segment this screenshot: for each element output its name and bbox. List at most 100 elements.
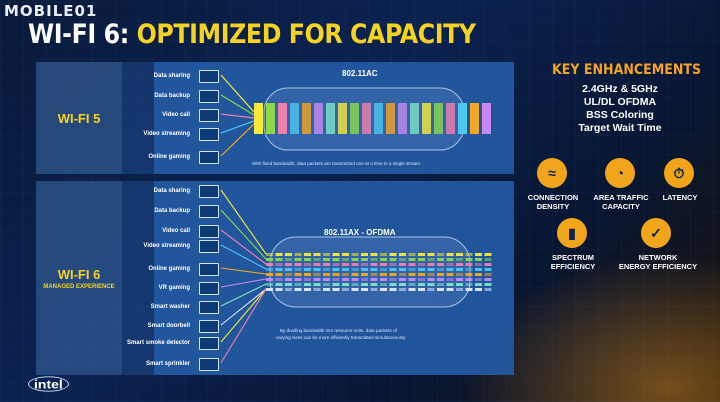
connection-density-icon: ≈ [537,158,567,188]
wifi6-resource-unit [475,263,482,266]
wifi5-packet [482,103,491,134]
wifi6-resource-unit [408,273,416,276]
wifi6-resource-unit [285,253,292,256]
wifi6-resource-unit [285,273,292,276]
wifi6-resource-unit [323,278,330,281]
ke-label-connection-2: DENSITY [536,202,570,211]
wifi6-resource-unit [313,278,321,281]
wifi6-resource-unit [332,258,340,261]
wifi6-resource-unit [427,278,435,281]
wifi6-device-icon [199,185,219,198]
wifi6-resource-unit [370,253,378,256]
wifi6-resource-unit [484,273,492,276]
wifi6-item-label: Smart doorbell [147,323,190,329]
wifi6-resource-unit [332,268,340,271]
wifi6-resource-unit [399,283,406,286]
wifi6-resource-unit [294,253,302,256]
wifi6-resource-unit [285,278,292,281]
wifi6-resource-unit [465,258,473,261]
wifi6-item-label: Data sharing [153,188,190,194]
wifi6-resource-unit [275,258,283,261]
wifi5-link-line [220,120,255,134]
wifi6-resource-unit [484,258,492,261]
wifi6-resource-unit [304,278,311,281]
ke-label-connection-1: CONNECTION [527,193,579,202]
wifi6-resource-unit [475,258,482,261]
wifi6-link-line [220,267,267,275]
wifi6-item-label: Smart sprinkler [145,361,190,367]
key-enhancements-title: KEY ENHANCEMENTS [552,62,702,78]
wifi6-resource-unit [275,283,283,286]
wifi6-resource-unit [342,263,349,266]
wifi6-resource-unit [266,268,273,271]
wifi6-resource-unit [418,258,425,261]
watermark: MOBILE01 [4,2,98,20]
wifi5-packet [290,103,299,134]
wifi6-resource-unit [351,263,359,266]
wifi6-resource-unit [266,283,273,286]
wifi6-resource-unit [266,278,273,281]
network-energy-icon: ✓ [641,218,671,248]
wifi6-resource-unit [361,268,368,271]
wifi6-caption-1: By dividing bandwidth into resource unit… [280,328,397,333]
wifi6-resource-unit [266,253,273,256]
wifi6-resource-unit [389,263,397,266]
wifi6-resource-unit [427,268,435,271]
wifi6-resource-unit [380,258,387,261]
ke-label-latency: LATENCY [650,193,710,202]
wifi6-resource-unit [313,283,321,286]
wifi6-resource-unit [351,258,359,261]
wifi6-resource-unit [456,288,463,291]
wifi5-item-label: Data sharing [153,73,190,79]
wifi6-resource-unit [361,253,368,256]
wifi6-resource-unit [437,283,444,286]
wifi6-resource-unit [389,278,397,281]
wifi5-packet [302,103,311,134]
wifi6-item-label: Smart smoke detector [126,340,190,346]
wifi6-resource-unit [285,258,292,261]
wifi6-resource-unit [285,283,292,286]
wifi6-resource-unit [399,278,406,281]
wifi6-resource-unit [418,288,425,291]
wifi6-resource-unit [418,273,425,276]
wifi6-resource-unit [332,253,340,256]
wifi6-resource-unit [437,253,444,256]
wifi6-resource-unit [332,283,340,286]
wifi6-resource-unit [446,278,454,281]
wifi6-resource-unit [475,278,482,281]
wifi6-resource-unit [332,263,340,266]
wifi6-resource-unit [475,273,482,276]
wifi6-resource-unit [418,253,425,256]
ke-line-1: 2.4GHz & 5GHz [582,83,658,95]
wifi6-resource-unit [304,258,311,261]
wifi6-device-icon [199,358,219,371]
wifi5-packet [254,103,263,134]
wifi6-resource-unit [342,268,349,271]
wifi6-resource-unit [275,268,283,271]
wifi6-device-icon [199,337,219,350]
wifi5-link-line [220,113,255,119]
wifi6-resource-unit [294,258,302,261]
wifi6-resource-unit [313,253,321,256]
wifi5-packet [314,103,323,134]
wifi6-device-icon [199,240,219,253]
wifi6-resource-unit [342,288,349,291]
wifi5-packet [386,103,395,134]
wifi6-resource-unit [304,273,311,276]
ke-label-network: NETWORK ENERGY EFFICIENCY [608,253,708,271]
wifi6-resource-unit [313,273,321,276]
wifi6-resource-unit [437,258,444,261]
ke-label-network-1: NETWORK [638,253,678,262]
wifi6-resource-unit [313,258,321,261]
wifi6-resource-unit [380,268,387,271]
wifi6-panel: WI-FI 6 MANAGED EXPERIENCE [36,181,514,375]
wifi5-link-line [220,123,255,157]
slide-title: WI-FI 6: OPTIMIZED FOR CAPACITY [28,19,476,50]
wifi6-resource-unit [304,268,311,271]
wifi6-resource-unit [294,263,302,266]
wifi5-item-label: Online gaming [148,154,190,160]
wifi5-pipe-title: 802.11AC [342,69,378,78]
wifi6-item-label: Video streaming [143,243,190,249]
wifi6-resource-unit [361,278,368,281]
wifi6-resource-unit [389,253,397,256]
